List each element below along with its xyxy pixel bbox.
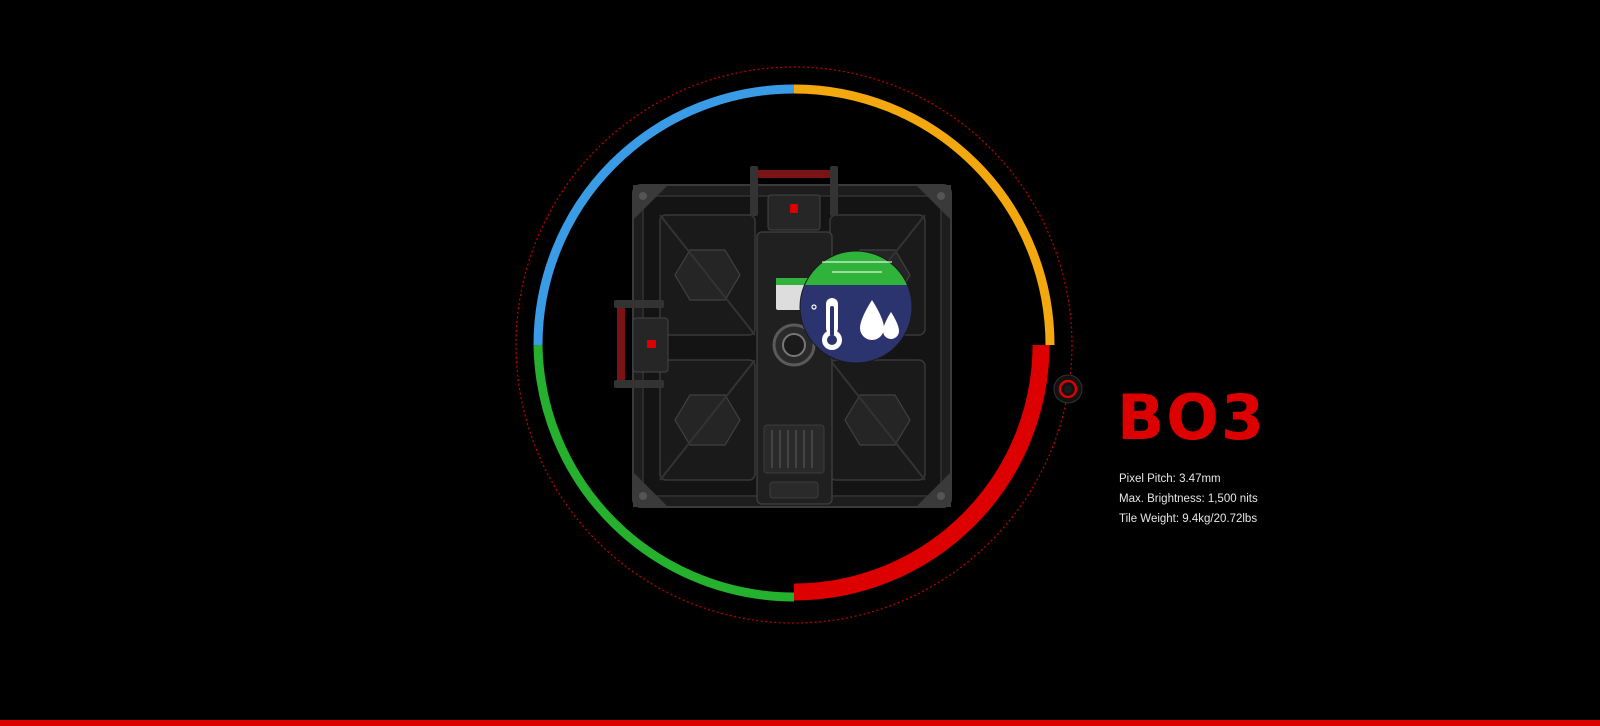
ring-segment-red [793,344,1050,601]
hotspot-marker[interactable] [1053,374,1083,404]
water-drops-icon [860,300,899,340]
bottom-accent-bar [0,720,1600,726]
outer-dotted-ring [515,66,1073,624]
spec-pixel-pitch: Pixel Pitch: 3.47mm [1119,473,1221,485]
side-handle [614,300,669,388]
product-title: BO3 [1117,381,1267,454]
spec-tile-weight: Tile Weight: 9.4kg/20.72lbs [1119,513,1258,525]
ring-segment-blue [533,84,795,346]
top-handle [750,166,838,231]
spec-max-brightness: Max. Brightness: 1,500 nits [1119,493,1258,505]
thermometer-icon [811,298,842,350]
ip-rating-badge [799,250,913,364]
spec-list: Pixel Pitch: 3.47mm Max. Brightness: 1,5… [1119,469,1258,529]
ring-segment-orange [793,84,1055,346]
ring-segment-green [533,344,795,602]
